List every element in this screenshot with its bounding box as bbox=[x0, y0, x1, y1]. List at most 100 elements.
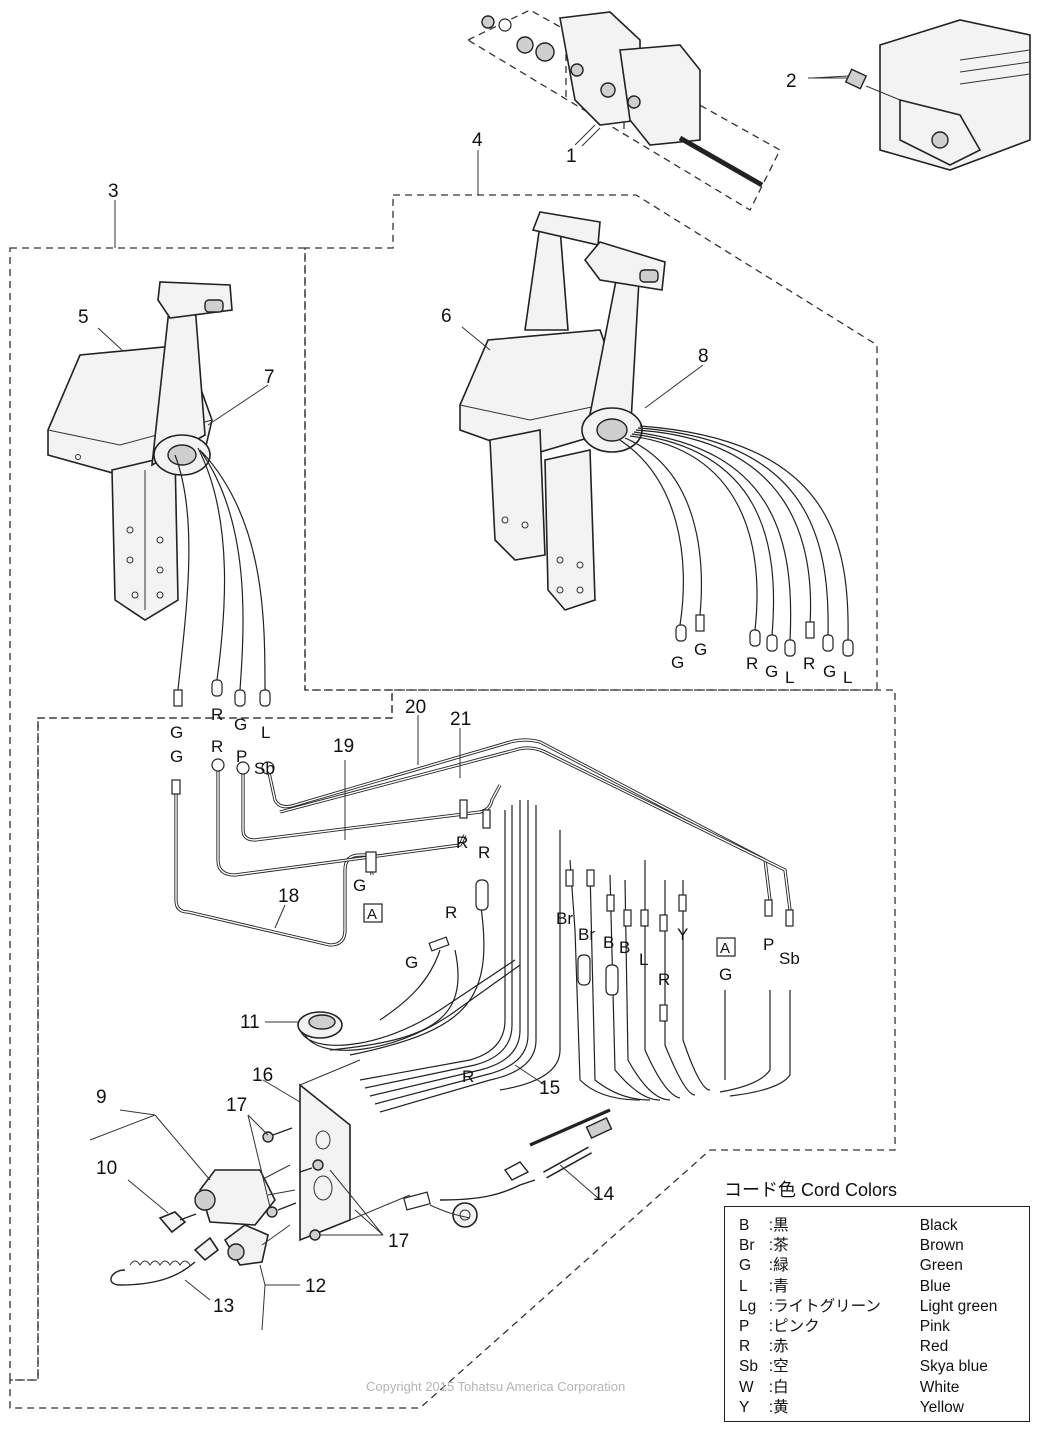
svg-text:R: R bbox=[658, 970, 670, 989]
legend-jp: :ピンク bbox=[768, 1317, 820, 1335]
svg-text:R: R bbox=[803, 654, 815, 673]
svg-text:R: R bbox=[445, 903, 457, 922]
legend-en: Skya blue bbox=[919, 1358, 988, 1376]
part-number-13: 13 bbox=[213, 1296, 234, 1317]
lanyard-cord bbox=[110, 1236, 220, 1286]
leader-lines bbox=[89, 77, 848, 1331]
svg-text:G: G bbox=[170, 723, 183, 742]
svg-text:R: R bbox=[211, 737, 223, 756]
svg-text:Sb: Sb bbox=[779, 949, 800, 968]
legend-row: G :緑 Green bbox=[739, 1256, 1029, 1276]
svg-text:B: B bbox=[619, 938, 630, 957]
legend-en: Yellow bbox=[919, 1398, 964, 1416]
legend-en: White bbox=[919, 1378, 960, 1396]
legend-title: コード色 Cord Colors bbox=[724, 1180, 898, 1200]
part-number-9: 9 bbox=[96, 1087, 107, 1108]
svg-text:R: R bbox=[746, 654, 758, 673]
stop-switch bbox=[223, 1224, 291, 1266]
svg-text:P: P bbox=[763, 935, 774, 954]
part-number-8: 8 bbox=[698, 346, 709, 367]
legend-code: Sb bbox=[739, 1358, 758, 1376]
legend-row: L :青 Blue bbox=[739, 1277, 1029, 1297]
legend-code: R bbox=[739, 1338, 751, 1356]
legend-jp: :赤 bbox=[768, 1338, 789, 1356]
svg-text:L: L bbox=[261, 723, 270, 742]
part-number-19: 19 bbox=[333, 736, 354, 757]
svg-text:L: L bbox=[639, 950, 648, 969]
part-number-1: 1 bbox=[566, 146, 577, 167]
part-number-10: 10 bbox=[96, 1158, 117, 1179]
legend-jp: :ライトグリーン bbox=[768, 1297, 881, 1315]
bracket-hardware bbox=[481, 11, 764, 188]
legend-code: L bbox=[739, 1277, 748, 1295]
legend-code: P bbox=[739, 1317, 750, 1335]
svg-text:R: R bbox=[478, 843, 490, 862]
part-number-2: 2 bbox=[786, 71, 797, 92]
svg-text:L: L bbox=[785, 668, 794, 687]
svg-text:G: G bbox=[719, 965, 732, 984]
part-number-14: 14 bbox=[593, 1184, 615, 1205]
part-number-18: 18 bbox=[278, 886, 299, 907]
legend-code: Br bbox=[739, 1237, 755, 1255]
svg-text:R: R bbox=[456, 833, 468, 852]
svg-text:R: R bbox=[462, 1067, 474, 1086]
ignition-key bbox=[158, 1211, 197, 1234]
dual-lever-control bbox=[459, 211, 666, 611]
svg-text:G: G bbox=[694, 640, 707, 659]
legend-jp: :空 bbox=[768, 1358, 789, 1376]
part-number-16: 16 bbox=[252, 1065, 273, 1086]
copyright-notice: Copyright 2015 Tohatsu America Corporati… bbox=[366, 1379, 626, 1394]
main-harness-wires bbox=[171, 738, 792, 947]
legend-en: Brown bbox=[919, 1237, 964, 1255]
warning-buzzer bbox=[297, 959, 521, 1051]
legend-row: R :赤 Red bbox=[739, 1337, 1029, 1357]
engine-connector bbox=[811, 19, 1031, 171]
part-number-3: 3 bbox=[108, 181, 119, 202]
legend-en: Red bbox=[919, 1338, 949, 1356]
legend-en: Black bbox=[919, 1217, 958, 1234]
lever-harness-right bbox=[619, 425, 854, 657]
legend-code: Lg bbox=[739, 1297, 757, 1315]
part-number-20: 20 bbox=[405, 697, 426, 718]
legend-en: Green bbox=[919, 1257, 963, 1275]
engine-cable bbox=[403, 1108, 613, 1228]
legend-jp: :白 bbox=[768, 1378, 789, 1396]
part-number-7: 7 bbox=[264, 367, 275, 388]
lever-harness-left bbox=[173, 447, 271, 707]
svg-text:G: G bbox=[823, 662, 836, 681]
part-number-4: 4 bbox=[472, 130, 483, 151]
legend-jp: :緑 bbox=[768, 1257, 789, 1275]
part-number-21: 21 bbox=[450, 709, 471, 730]
svg-text:Br: Br bbox=[556, 909, 573, 928]
legend-row: Sb :空 Skya blue bbox=[739, 1357, 1029, 1377]
svg-text:P: P bbox=[236, 747, 247, 766]
svg-text:G: G bbox=[765, 662, 778, 681]
switch-panel bbox=[299, 1059, 411, 1242]
svg-text:Br: Br bbox=[578, 925, 595, 944]
legend-en: Blue bbox=[919, 1277, 951, 1295]
svg-text:L: L bbox=[843, 668, 852, 687]
legend-row: Lg :ライトグリーン Light green bbox=[739, 1297, 1029, 1317]
legend-en: Light green bbox=[919, 1297, 998, 1315]
svg-text:G: G bbox=[170, 747, 183, 766]
svg-text:G: G bbox=[405, 953, 418, 972]
connector-ref-a-right: A bbox=[716, 937, 736, 957]
part-numbers: 1 2 3 4 5 6 7 8 9 10 11 12 13 14 15 16 1… bbox=[78, 71, 797, 1317]
legend-code: B bbox=[739, 1217, 750, 1234]
svg-text:A: A bbox=[720, 940, 730, 957]
wire-color-labels: G G R G L R G L G G R R G P L Sb R R R G… bbox=[170, 640, 852, 1086]
svg-text:G: G bbox=[353, 876, 366, 895]
legend-jp: :黄 bbox=[768, 1398, 789, 1416]
legend-code: G bbox=[739, 1257, 752, 1275]
internal-bundle bbox=[329, 799, 794, 1113]
single-lever-control bbox=[47, 281, 233, 621]
connector-ref-a-left: A bbox=[363, 903, 383, 923]
ignition-switch bbox=[194, 1164, 296, 1226]
legend-jp: :青 bbox=[768, 1277, 789, 1295]
svg-text:Y: Y bbox=[677, 925, 688, 944]
svg-text:G: G bbox=[671, 653, 684, 672]
